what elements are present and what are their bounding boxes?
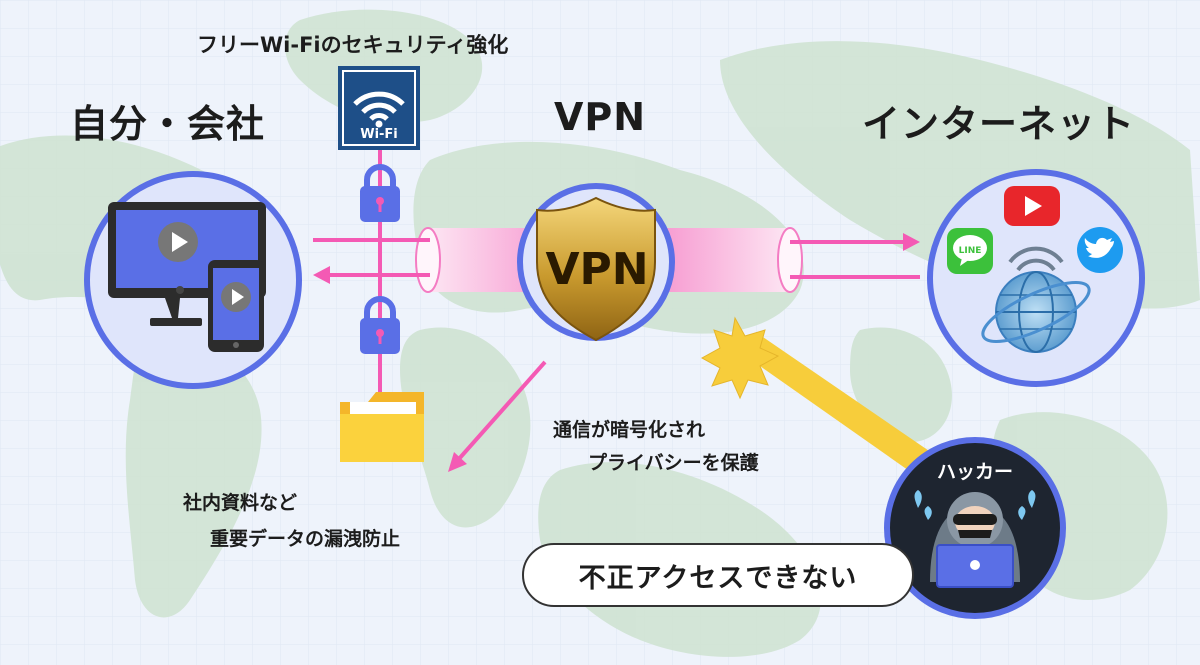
explosion-icon <box>700 316 780 400</box>
line-logo-text: LINE <box>959 246 982 256</box>
no-access-text: 不正アクセスできない <box>578 562 858 594</box>
hacker-icon <box>884 437 1066 619</box>
vpn-shield-icon <box>536 196 656 342</box>
arrow-to-folder <box>448 360 547 472</box>
lock-icon <box>360 164 400 222</box>
self-company-heading: 自分・会社 <box>70 102 266 146</box>
globe-icon <box>981 246 1091 353</box>
vpn-heading: VPN <box>554 95 647 139</box>
smartphone-icon <box>208 260 264 352</box>
twitter-icon <box>1077 227 1123 273</box>
attack-beam <box>740 335 935 475</box>
vpn-badge-text: VPN <box>545 244 648 295</box>
leak-text-line1: 社内資料など <box>183 492 298 514</box>
folder-icon <box>340 392 424 462</box>
wifi-icon <box>338 66 420 150</box>
encrypted-text-line1: 通信が暗号化され <box>553 419 706 441</box>
wifi-caption: フリーWi-Fiのセキュリティ強化 <box>197 33 509 57</box>
hacker-label: ハッカー <box>937 461 1013 483</box>
leak-text-line2: 重要データの漏洩防止 <box>210 528 401 550</box>
lock-icon <box>360 296 400 354</box>
wifi-sign-label: Wi-Fi <box>360 127 398 142</box>
youtube-icon <box>1004 186 1060 226</box>
internet-heading: インターネット <box>862 102 1136 146</box>
line-icon <box>947 228 993 274</box>
encrypted-text-line2: プライバシーを保護 <box>588 452 759 474</box>
arrow-to-device <box>313 266 430 284</box>
arrow-to-internet <box>790 233 920 251</box>
no-access-bubble: 不正アクセスできない <box>522 543 914 607</box>
